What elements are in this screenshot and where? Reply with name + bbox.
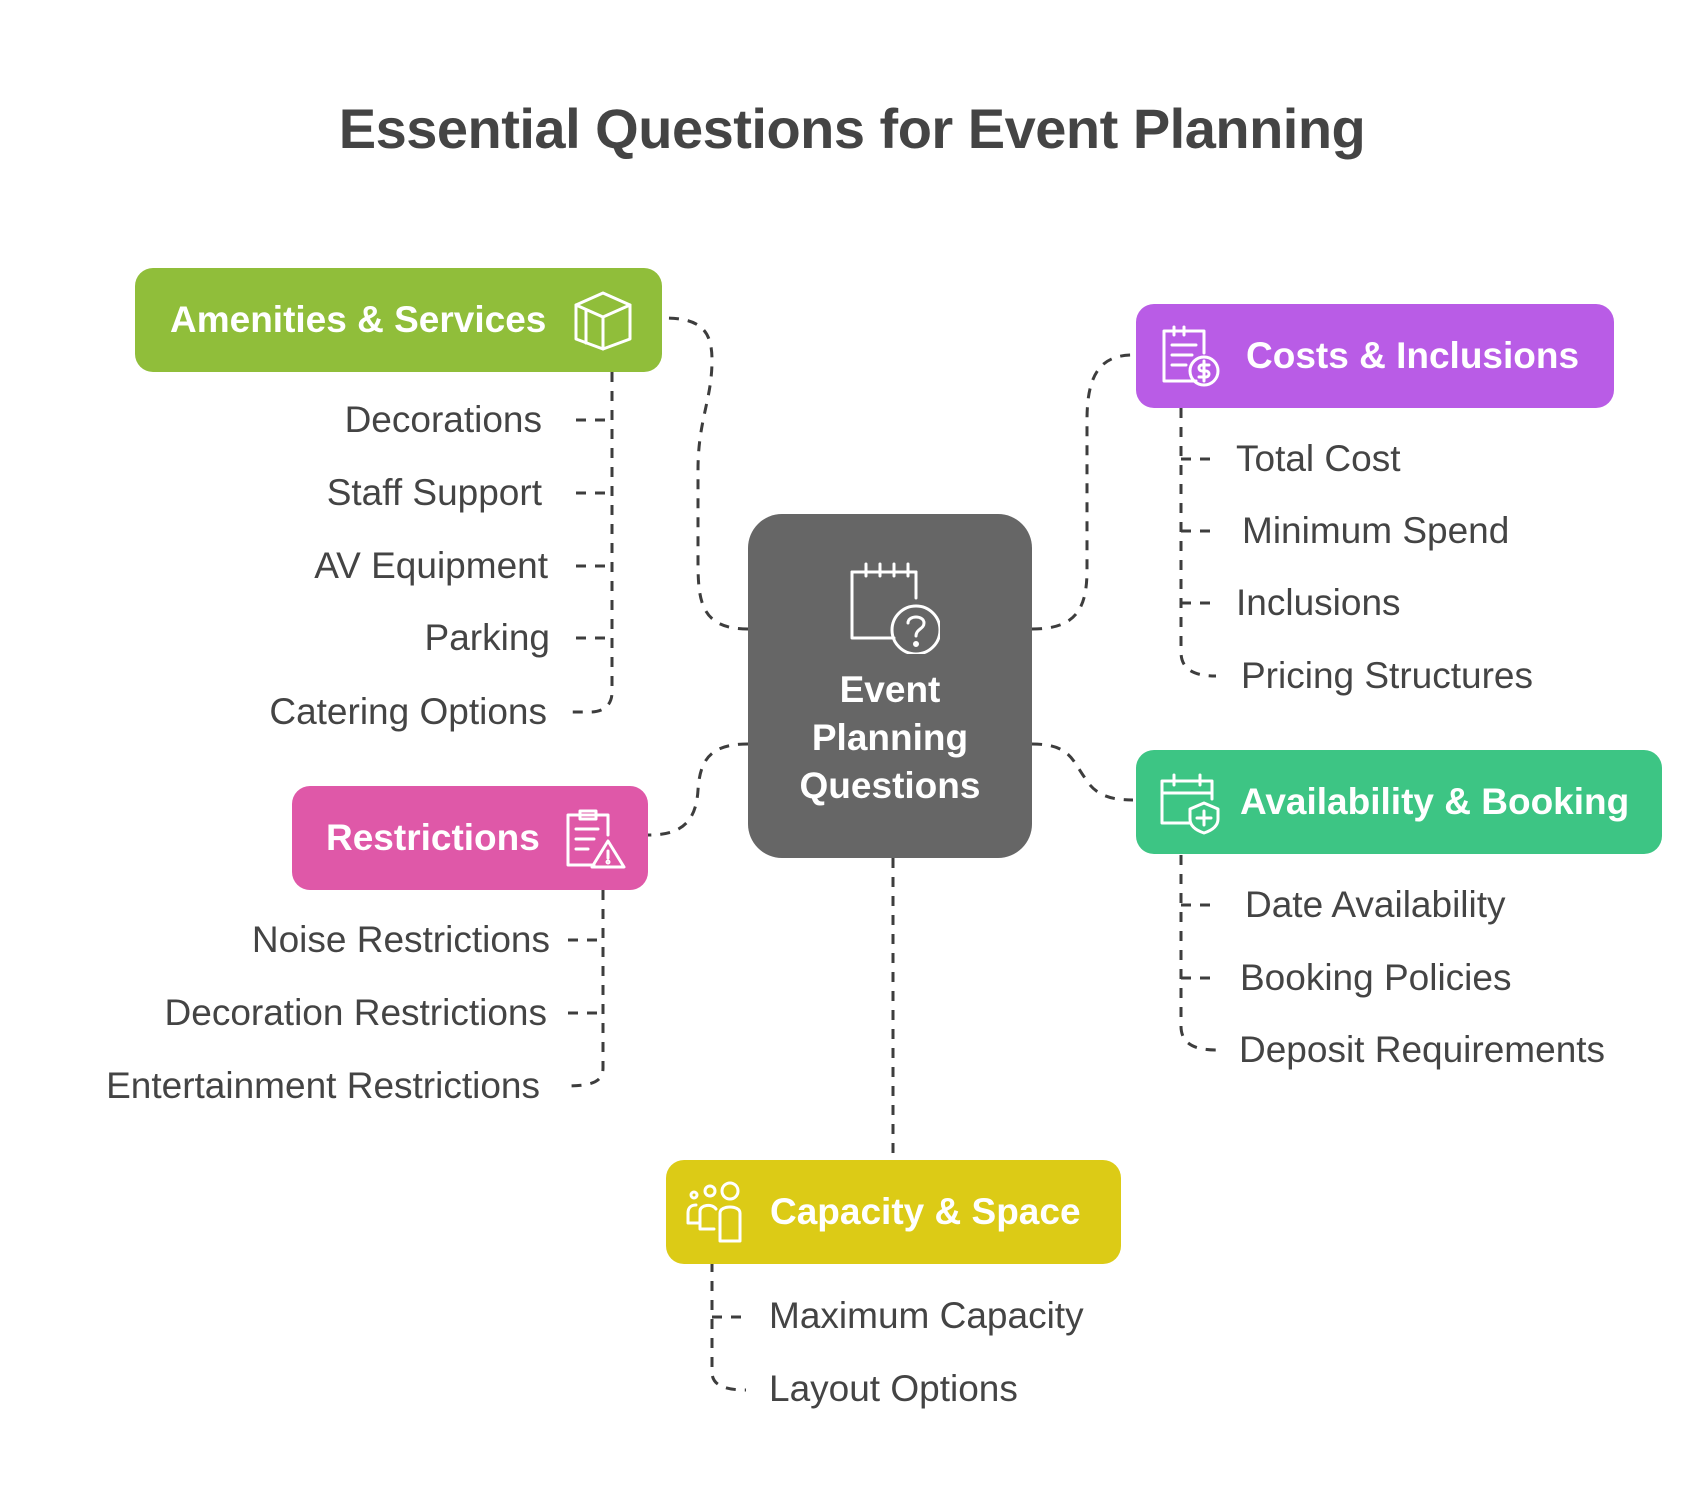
diagram-title: Essential Questions for Event Planning xyxy=(338,97,1366,160)
trunk-amenities xyxy=(565,372,614,714)
trunk-availability xyxy=(1179,855,1217,1052)
capacity-label: Capacity & Space xyxy=(770,1191,1081,1232)
availability-item: Deposit Requirements xyxy=(1239,1029,1606,1070)
connector-availability xyxy=(1031,742,1134,802)
restrictions-item: Entertainment Restrictions xyxy=(106,1065,540,1106)
costs-item: Minimum Spend xyxy=(1242,510,1510,551)
connector-costs xyxy=(1031,353,1134,631)
connector-restrictions xyxy=(647,742,749,837)
amenities-box: Amenities & Services xyxy=(135,268,662,372)
capacity-item: Layout Options xyxy=(769,1368,1018,1409)
clipboard-warning-icon xyxy=(562,805,628,871)
center-label-line3: Questions xyxy=(799,765,981,806)
restrictions-box: Restrictions xyxy=(292,786,648,890)
center-label-line2: Planning xyxy=(811,717,969,758)
restrictions-label: Restrictions xyxy=(326,817,540,858)
costs-box: Costs & Inclusions xyxy=(1136,304,1614,408)
amenities-item: Catering Options xyxy=(269,691,547,732)
availability-label: Availability & Booking xyxy=(1240,781,1630,822)
costs-item: Inclusions xyxy=(1236,582,1401,623)
availability-item: Booking Policies xyxy=(1240,957,1512,998)
amenities-item: Parking xyxy=(424,617,550,658)
costs-item: Pricing Structures xyxy=(1241,655,1533,696)
invoice-dollar-icon xyxy=(1156,323,1222,389)
connector-amenities xyxy=(663,316,749,631)
center-node: Event Planning Questions xyxy=(748,514,1032,858)
capacity-box: Capacity & Space xyxy=(666,1160,1121,1264)
amenities-item: Staff Support xyxy=(326,472,542,513)
trunk-costs xyxy=(1179,408,1217,678)
amenities-item: Decorations xyxy=(344,399,542,440)
people-group-icon xyxy=(686,1179,752,1245)
amenities-item: AV Equipment xyxy=(314,545,548,586)
costs-item: Total Cost xyxy=(1236,438,1401,479)
calendar-question-icon xyxy=(844,558,942,656)
amenities-label: Amenities & Services xyxy=(170,299,547,340)
restrictions-item: Noise Restrictions xyxy=(251,919,550,960)
costs-label: Costs & Inclusions xyxy=(1246,335,1580,376)
capacity-item: Maximum Capacity xyxy=(769,1295,1084,1336)
calendar-plus-shield-icon xyxy=(1156,769,1222,835)
restrictions-item: Decoration Restrictions xyxy=(164,992,547,1033)
center-label: Event Planning Questions xyxy=(748,666,1032,810)
box-icon xyxy=(570,287,636,353)
availability-item: Date Availability xyxy=(1245,884,1506,925)
trunk-restrictions xyxy=(564,890,605,1088)
trunk-capacity xyxy=(710,1262,747,1392)
center-label-line1: Event xyxy=(839,669,941,710)
availability-box: Availability & Booking xyxy=(1136,750,1662,854)
